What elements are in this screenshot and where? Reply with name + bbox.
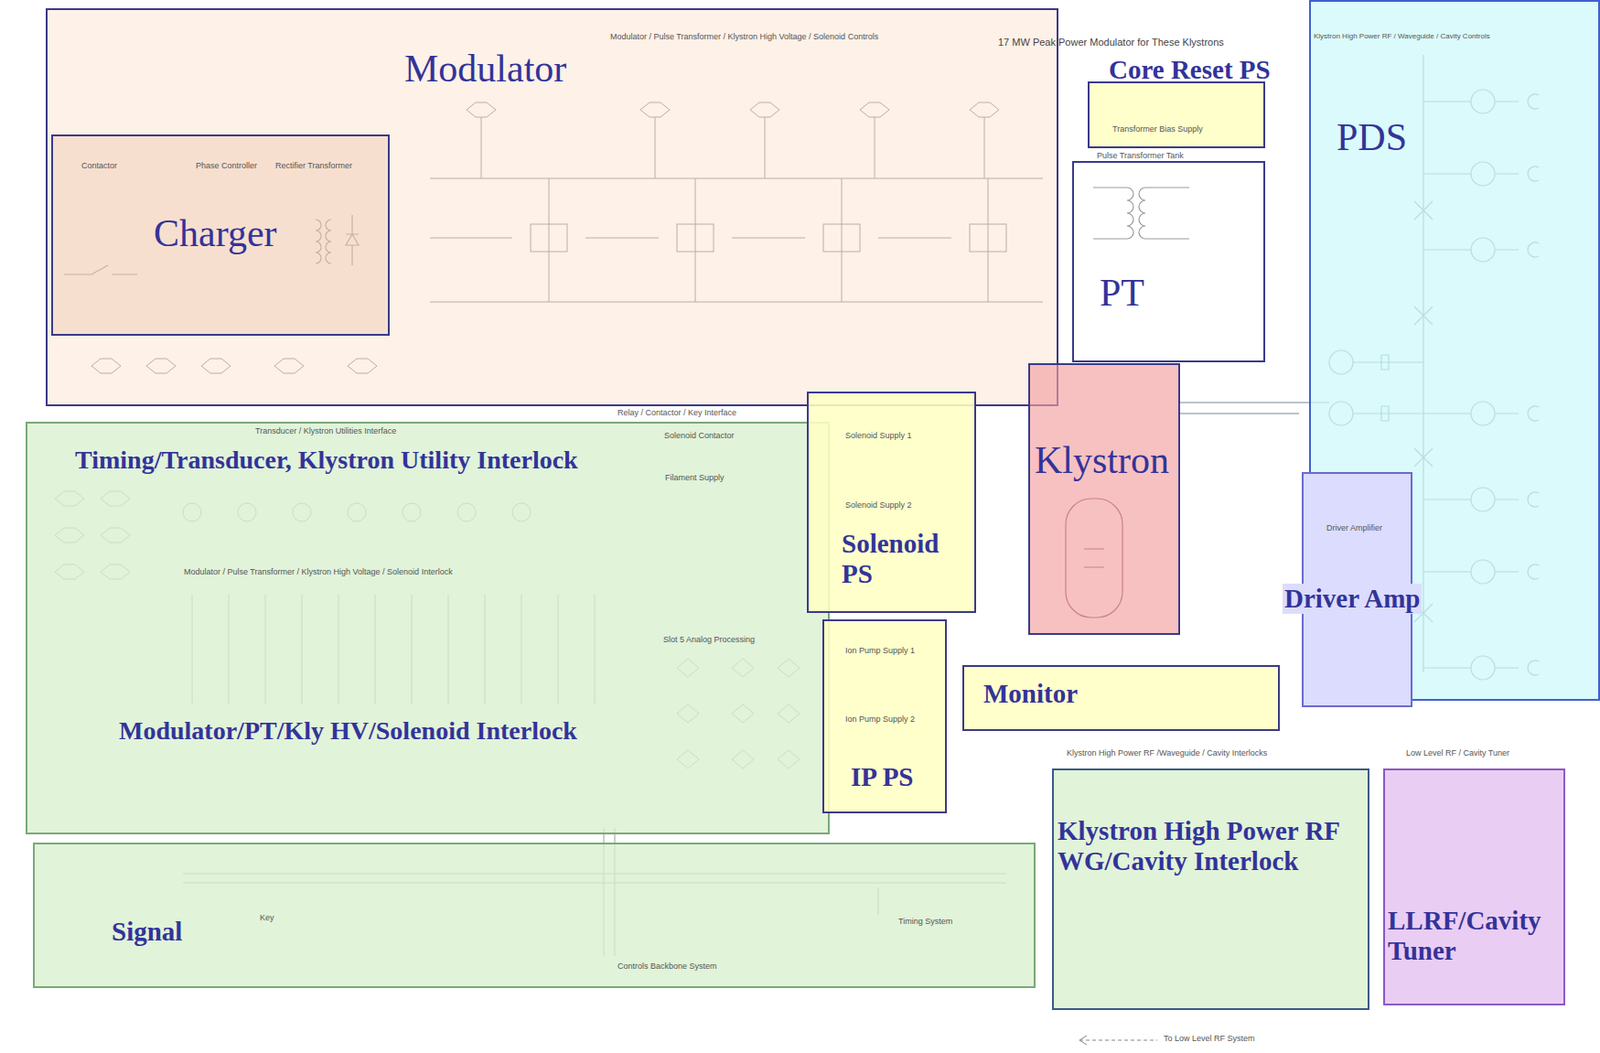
region-label: Driver Amp	[1282, 583, 1422, 614]
rf-interlock-box: Klystron High Power RF WG/Cavity Interlo…	[1052, 768, 1370, 1010]
schematic-label: Ion Pump Supply 1	[845, 646, 915, 656]
schematic-label: Transformer Bias Supply	[1112, 125, 1203, 135]
region-label: Modulator	[404, 46, 567, 91]
schematic-label: Ion Pump Supply 2	[845, 715, 915, 725]
schematic-label: Filament Supply	[665, 473, 725, 484]
schematic-label: Modulator / Pulse Transformer / Klystron…	[610, 32, 879, 43]
region-label: Monitor	[983, 678, 1078, 709]
llrf-box: LLRF/Cavity Tuner	[1383, 768, 1566, 1006]
schematic-label: Transducer / Klystron Utilities Interfac…	[255, 427, 397, 437]
core-reset-ps-box: Core Reset PS	[1087, 81, 1266, 149]
region-label: Solenoid PS	[841, 528, 970, 591]
region-label: Signal	[111, 916, 183, 947]
schematic-label: Solenoid Supply 2	[845, 501, 913, 511]
driver-amp-box: Driver Amp	[1301, 472, 1413, 708]
schematic-label: Contactor	[81, 161, 118, 172]
modulator-region: ModulatorCharger	[45, 8, 1059, 407]
schematic-label: 17 MW Peak Power Modulator for These Kly…	[998, 36, 1225, 48]
schematic-label: Key	[259, 913, 275, 924]
region-label: PT	[1099, 270, 1145, 315]
region-label: Modulator/PT/Kly HV/Solenoid Interlock	[118, 716, 578, 746]
schematic-label: Solenoid Supply 1	[845, 431, 913, 441]
schematic-label: Klystron High Power RF /Waveguide / Cavi…	[1066, 749, 1268, 759]
schematic-label: Solenoid Contactor	[664, 431, 735, 441]
schematic-label: Relay / Contactor / Key Interface	[617, 408, 737, 419]
region-label: Timing/Transducer, Klystron Utility Inte…	[75, 445, 579, 475]
pulse-transformer-box: PT	[1072, 161, 1266, 363]
schematic-label: Low Level RF / Cavity Tuner	[1406, 749, 1510, 759]
region-label: Core Reset PS	[1108, 54, 1271, 86]
schematic-label: Phase Controller	[195, 161, 258, 172]
region-label: Klystron	[1034, 438, 1170, 483]
signal-region: Signal	[32, 842, 1036, 988]
schematic-label: Rectifier Transformer	[275, 161, 353, 172]
region-label: IP PS	[850, 762, 914, 793]
region-label: LLRF/Cavity Tuner	[1387, 905, 1560, 967]
schematic-label: Modulator / Pulse Transformer / Klystron…	[183, 568, 453, 578]
schematic-label: Driver Amplifier	[1326, 524, 1383, 534]
schematic-label: To Low Level RF System	[1163, 1034, 1256, 1044]
region-label: PDS	[1336, 115, 1407, 160]
monitor-box: Monitor	[962, 665, 1280, 731]
interlock-region: Timing/Transducer, Klystron Utility Inte…	[25, 421, 830, 835]
schematic-label: Controls Backbone System	[617, 962, 718, 972]
region-label: Charger	[153, 211, 278, 256]
schematic-label: Pulse Transformer Tank	[1096, 151, 1184, 162]
schematic-label: Slot 5 Analog Processing	[663, 635, 755, 645]
klystron-box: Klystron	[1028, 363, 1181, 635]
llrf-output-line	[1079, 1035, 1158, 1045]
region-label: Klystron High Power RF WG/Cavity Interlo…	[1057, 816, 1364, 878]
schematic-label: Timing System	[898, 917, 953, 927]
schematic-label: Klystron High Power RF / Waveguide / Cav…	[1313, 32, 1491, 42]
